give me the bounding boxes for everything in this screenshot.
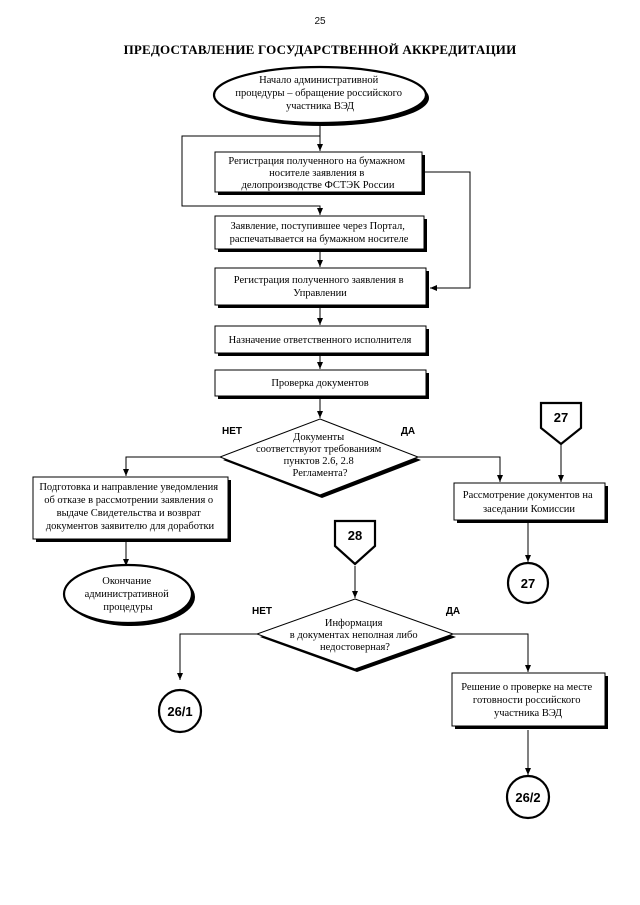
end-line: Окончание [102,576,151,587]
onsite-check-line: Решение о проверке на месте [461,682,592,693]
decision-compliance-line: пунктов 2.6, 2.8 [284,456,354,467]
decision-compliance-line: соответствуют требованиям [256,444,382,455]
portal-print-line: Заявление, поступившее через Портал, [231,221,405,232]
offpage-connector-27: 27 [539,401,583,446]
decision-info-line: недостоверная? [320,642,390,653]
svg-text:Начало административной: Начало административной процедуры – обра… [235,75,404,112]
onpage-connector-26-2: 26/2 [505,774,551,820]
onsite-check-line: участника ВЭД [494,708,562,719]
branch-label-no: НЕТ [252,606,272,617]
svg-text:Проверка документов: Проверка документов [271,378,368,389]
process-registration-paper: Регистрация полученного на бумажном носи… [214,151,425,195]
registration-paper-line: делопроизводстве ФСТЭК России [242,180,395,191]
connector-label: 27 [521,576,535,591]
svg-text:Назначение ответственного испо: Назначение ответственного исполнителя [229,335,412,346]
offpage-connector-28: 28 [333,519,377,566]
refusal-notice-line: выдаче Свидетельства и возврат [57,508,201,519]
decision-compliance: Документы соответствуют требованиям пунк… [218,418,421,498]
check-docs-line: Проверка документов [271,378,368,389]
start-line: Начало административной [259,75,379,86]
end-oval: Окончание административной процедуры [62,563,195,626]
decision-info-line: в документах неполная либо [290,630,418,641]
process-assign-executor: Назначение ответственного исполнителя [214,325,429,356]
process-portal-print: Заявление, поступившее через Портал, рас… [214,215,427,252]
onsite-check-line: готовности российского [473,695,581,706]
page-number: 25 [314,16,326,27]
branch-label-yes: ДА [401,426,415,437]
portal-print-line: распечатывается на бумажном носителе [230,234,409,245]
decision-compliance-line: Регламента? [293,468,348,479]
branch-label-yes: ДА [446,606,460,617]
svg-text:Регистрация полученного на бум: Регистрация полученного на бумажном носи… [228,156,407,191]
decision-compliance-line: Документы [293,432,344,443]
start-oval: Начало административной процедуры – обра… [212,65,429,126]
onpage-connector-27: 27 [506,561,550,605]
svg-text:Окончание административн: Окончание административной процедуры [85,576,172,613]
registration-paper-line: Регистрация полученного на бумажном [228,156,405,167]
refusal-notice-line: об отказе в рассмотрении заявления о [44,495,213,506]
connector-label: 26/1 [167,704,192,719]
connector-lines [123,124,564,775]
connector-label: 27 [554,410,568,425]
svg-text:Подготовка и направление уведо: Подготовка и направление уведомления об … [39,482,220,532]
svg-text:Заявление, поступившее через П: Заявление, поступившее через Портал, рас… [230,221,409,245]
decision-info: Информация в документах неполная либо не… [255,598,456,672]
registration-paper-line: носителе заявления в [269,168,364,179]
start-line: процедуры – обращение российского [235,88,402,99]
svg-text:Рассмотрение документов на: Рассмотрение документов на заседании Ком… [463,490,596,515]
page-title: ПРЕДОСТАВЛЕНИЕ ГОСУДАРСТВЕННОЙ АККРЕДИТА… [123,42,517,57]
registration-dept-line: Управлении [293,288,347,299]
svg-text:Документы соответствуют: Документы соответствуют требованиям пунк… [256,432,384,479]
commission-review-line: заседании Комиссии [483,504,575,515]
refusal-notice-line: документов заявителю для доработки [46,521,215,532]
svg-text:Регистрация полученного заявле: Регистрация полученного заявления в Упра… [234,275,406,299]
assign-executor-line: Назначение ответственного исполнителя [229,335,412,346]
process-commission-review: Рассмотрение документов на заседании Ком… [453,482,608,523]
commission-review-line: Рассмотрение документов на [463,490,593,501]
svg-text:Информация в документах: Информация в документах неполная либо не… [290,618,420,653]
svg-text:Решение о проверке на месте: Решение о проверке на месте готовности р… [461,682,595,719]
connector-label: 28 [348,528,362,543]
branch-label-no: НЕТ [222,426,242,437]
connector-label: 26/2 [515,790,540,805]
start-line: участника ВЭД [286,101,354,112]
decision-info-line: Информация [325,618,383,629]
process-check-docs: Проверка документов [214,369,429,399]
registration-dept-line: Регистрация полученного заявления в [234,275,404,286]
process-registration-dept: Регистрация полученного заявления в Упра… [214,267,429,308]
refusal-notice-line: Подготовка и направление уведомления [39,482,218,493]
process-onsite-check: Решение о проверке на месте готовности р… [451,672,608,729]
end-line: административной [85,589,170,600]
process-refusal-notice: Подготовка и направление уведомления об … [32,476,231,542]
end-line: процедуры [103,602,152,613]
onpage-connector-26-1: 26/1 [157,688,203,734]
